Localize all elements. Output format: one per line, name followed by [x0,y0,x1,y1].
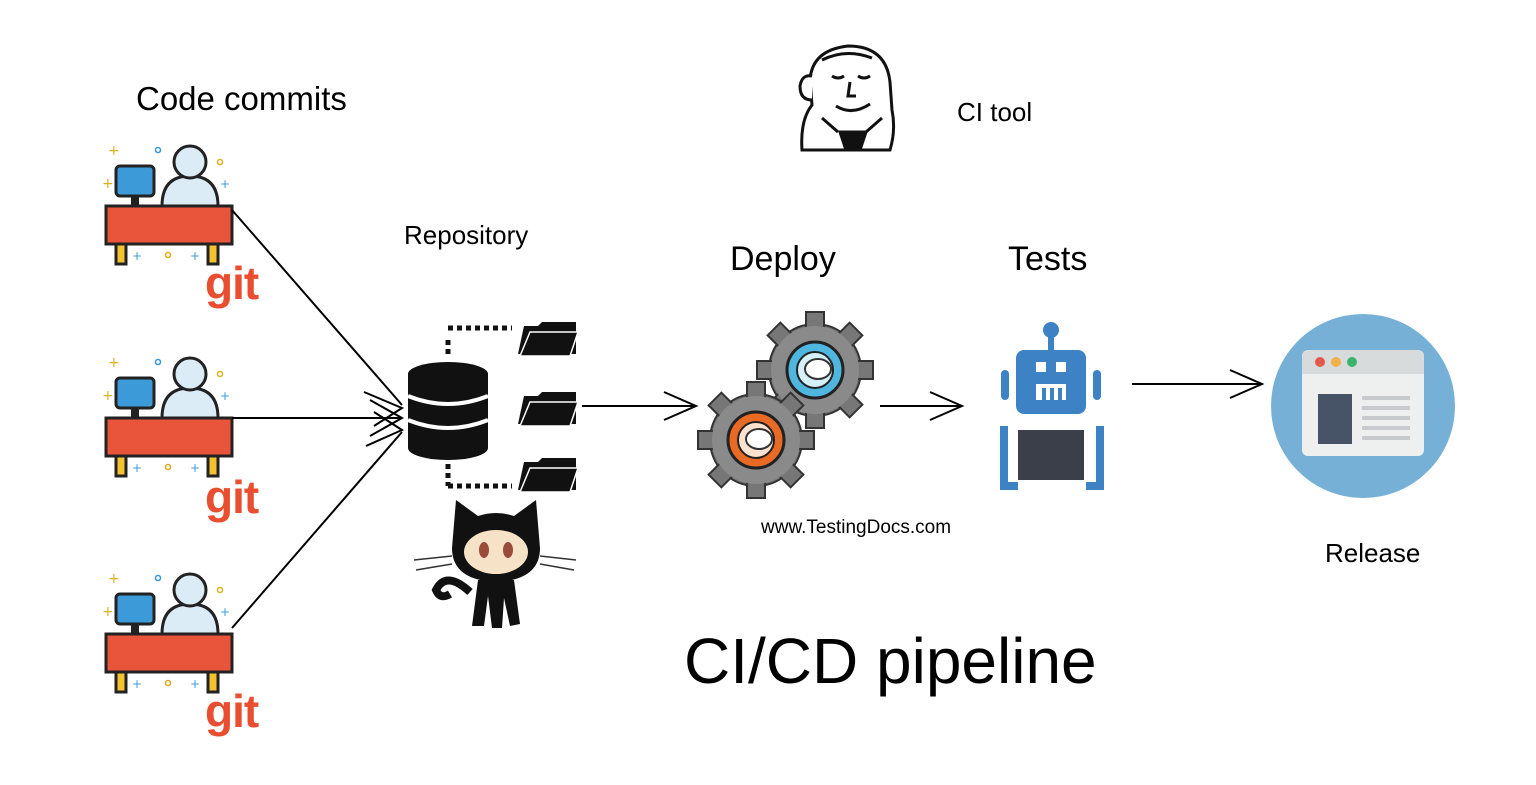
watermark-text: www.TestingDocs.com [761,517,952,538]
github-octocat-icon [413,500,577,628]
git-logo: git [205,471,259,523]
git-logo: git [205,257,259,309]
developer-desk-icon [100,353,234,478]
repo-connectors [445,325,512,489]
developer-desk-icon [100,141,234,266]
deploy-label: Deploy [730,240,836,278]
robot-icon [1000,322,1104,490]
folder-icon [517,321,579,357]
ci-tool-label: CI tool [957,97,1033,127]
tests-label: Tests [1008,240,1088,278]
developer-desk-icon [100,569,234,694]
repository-label: Repository [404,220,529,250]
code-commits-label: Code commits [136,80,347,117]
release-label: Release [1325,538,1421,568]
database-icon [407,362,489,460]
arrow-to-tests [880,391,965,421]
gears-icon [697,311,874,499]
browser-window-icon [1271,314,1455,498]
arrow-to-release [1132,369,1265,399]
folder-icon [517,391,579,427]
arrow-to-deploy [582,391,699,421]
folder-icon [517,457,579,493]
jenkins-butler-icon [798,44,896,152]
git-logo: git [205,685,259,737]
diagram-title: CI/CD pipeline [684,625,1097,697]
commit-arrows [231,209,405,629]
